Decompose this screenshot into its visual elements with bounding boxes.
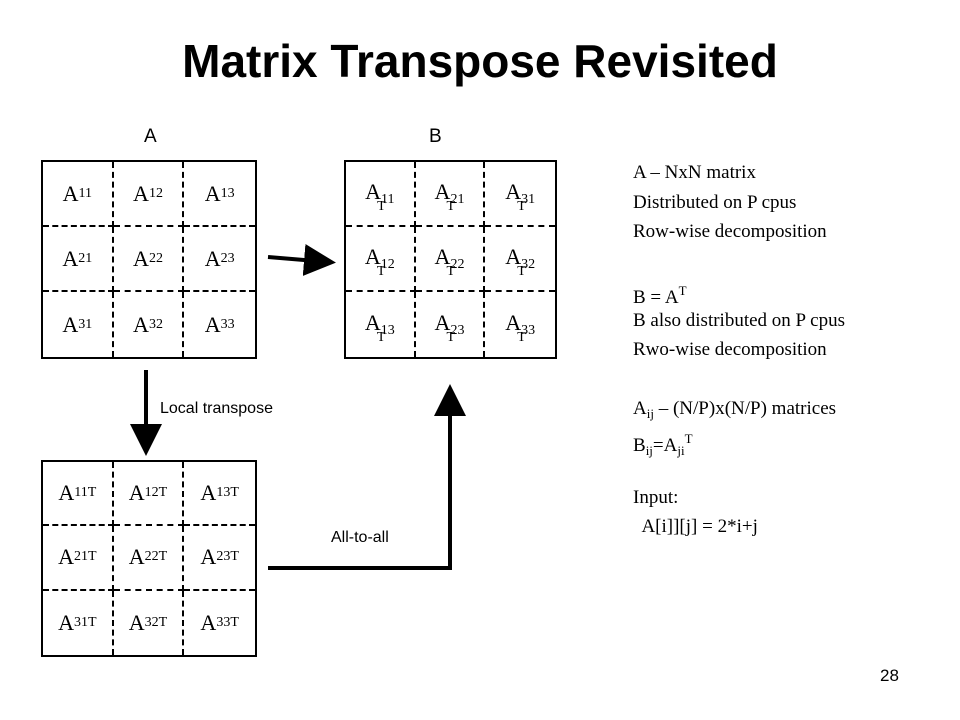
info-line-aij: Aij – (N/P)x(N/P) matrices — [633, 398, 837, 421]
info-line: Distributed on P cpus — [633, 191, 797, 213]
info-line: B also distributed on P cpus — [633, 309, 845, 331]
info-line: Rwo-wise decomposition — [633, 339, 827, 360]
matrix-a-label: A — [144, 126, 157, 147]
info-line-b-eq: B = AT — [633, 283, 687, 308]
info-line-input: A[i]][j] = 2*i+j — [633, 516, 758, 537]
all-to-all-label: All-to-all — [331, 529, 389, 546]
local-transpose-label: Local transpose — [160, 400, 273, 417]
page-number: 28 — [880, 666, 899, 685]
slide-title: Matrix Transpose Revisited — [182, 35, 778, 87]
info-line-bij: Bij=AjiT — [633, 430, 693, 458]
info-line: Row-wise decomposition — [633, 221, 827, 242]
arrow-all-to-all — [268, 384, 466, 570]
info-line: A – NxN matrix — [633, 162, 756, 183]
matrix-b-label: B — [429, 126, 442, 147]
arrow-a-to-b — [267, 244, 336, 276]
info-text-block: A – NxN matrix Distributed on P cpus Row… — [633, 158, 845, 542]
info-line: Input: — [633, 486, 679, 508]
